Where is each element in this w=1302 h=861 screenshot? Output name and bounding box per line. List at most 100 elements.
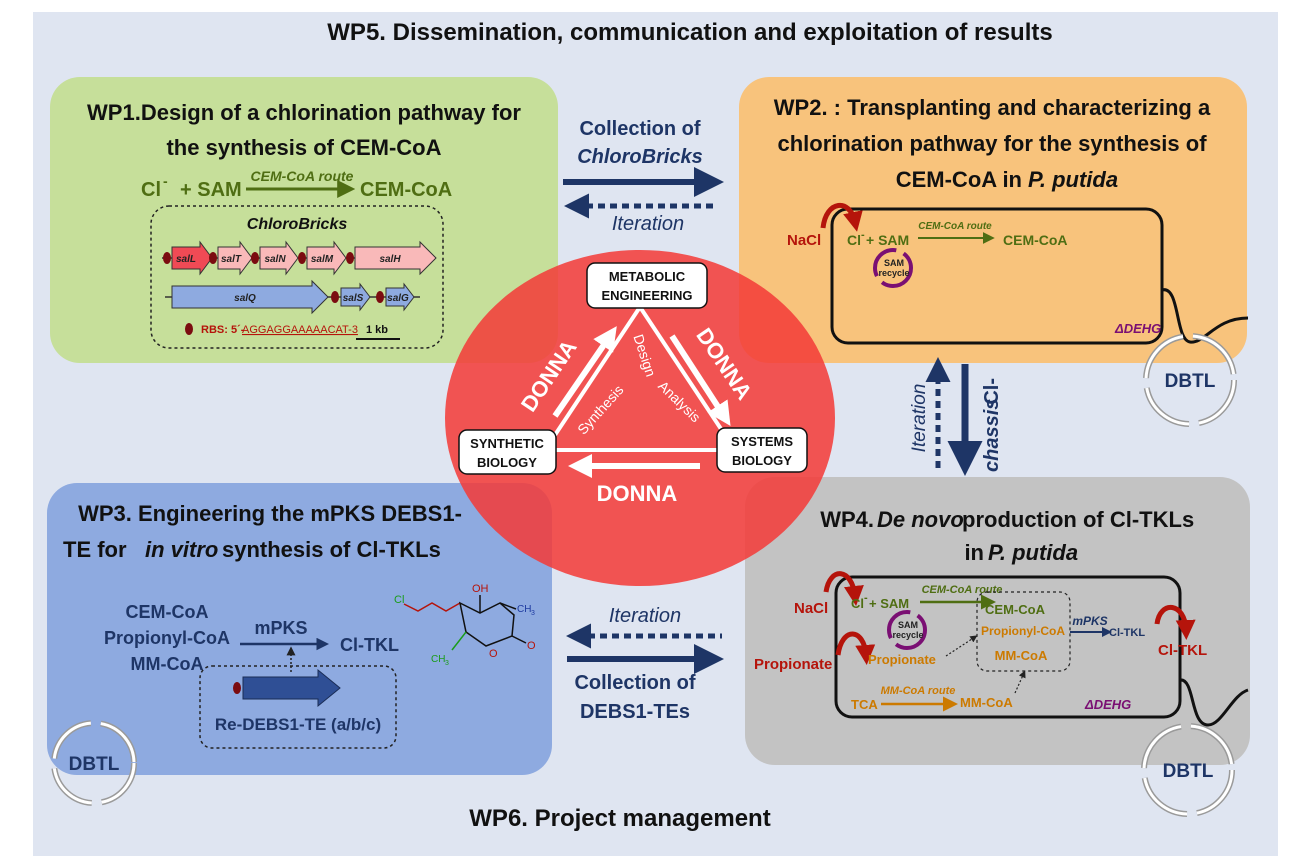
wp3-product: Cl-TKL — [340, 635, 399, 655]
wp4-mm-route-label: MM-CoA route — [881, 685, 956, 697]
wp3-gene-arrow — [242, 668, 341, 708]
gene-salT — [217, 240, 253, 276]
wp6-title: WP6. Project management — [469, 805, 770, 832]
gene-salL-label: salL — [176, 254, 196, 265]
wp4-sam-recycle-line1: SAM — [898, 620, 918, 630]
molecule-cl: Cl — [394, 594, 404, 606]
metabolic-line1: METABOLIC — [609, 269, 686, 284]
wp3-group: WP3. Engineering the mPKS DEBS1- TE for … — [51, 501, 536, 806]
wp2-nacl-import-arrow — [820, 202, 863, 232]
bottom-connector: Iteration Collection of DEBS1-TEs — [566, 605, 724, 723]
top-collection-line1: Collection of — [579, 118, 700, 140]
wp4-flagellum — [1179, 678, 1249, 727]
wp2-plus-sam: + SAM — [866, 232, 909, 248]
wp4-cltkl-inside: Cl-TKL — [1109, 627, 1145, 639]
wp2-flagellum — [1161, 288, 1249, 344]
wp4-group: WP4. De novo production of Cl-TKLs in P.… — [754, 507, 1249, 817]
molecule-ethyl-bond — [451, 631, 467, 651]
wp4-pool-propionylcoa: Propionyl-CoA — [981, 624, 1065, 638]
donna-bottom-label: DONNA — [597, 481, 678, 506]
gene-salH — [354, 240, 437, 276]
rbs-dot — [376, 291, 384, 303]
molecule-ch3-top-sub: 3 — [531, 610, 535, 617]
rbs-label: RBS: 5´- — [201, 324, 245, 336]
wp2-cell — [830, 207, 1164, 345]
wp2-title-line1: WP2. : Transplanting and characterizing … — [774, 95, 1211, 120]
donna-circle — [445, 250, 835, 586]
gene-salG — [385, 282, 415, 312]
wp4-route-label: CEM-CoA route — [922, 584, 1003, 596]
donna-triangle — [541, 303, 739, 452]
gene-salN-label: salN — [264, 254, 286, 265]
wp2-title-line2: chlorination pathway for the synthesis o… — [777, 131, 1207, 156]
systems-biology-box — [716, 427, 808, 473]
wp4-propionate-inside: Propionate — [868, 652, 936, 667]
wp3-title-italic: in vitro — [145, 537, 218, 562]
rbs-dot — [346, 252, 354, 264]
wp4-title-line1a: WP4. — [820, 507, 874, 532]
wp2-sam-recycle-line1: SAM — [884, 258, 904, 268]
wp4-pool-mmcoa: MM-CoA — [995, 648, 1048, 663]
molecule-keto-bond — [511, 635, 527, 644]
right-iteration-label: Iteration — [909, 384, 930, 453]
wp4-title-line2a: in — [964, 540, 984, 565]
scale-bar-label: 1 kb — [366, 324, 388, 336]
gene-salM-label: salM — [311, 254, 334, 265]
wp2-cl-minus: - — [861, 229, 865, 241]
molecule-keto-o: O — [527, 640, 536, 652]
wp4-title-italic: De novo — [877, 507, 964, 532]
wp2-dbtl-label: DBTL — [1165, 371, 1216, 392]
molecule-ring-o: O — [489, 648, 498, 660]
wp4-mmcoa: MM-CoA — [960, 695, 1013, 710]
wp4-export-arrow — [1154, 604, 1196, 640]
wp3-dbtl-label: DBTL — [69, 754, 120, 775]
wp3-title-line1: WP3. Engineering the mPKS DEBS1- — [78, 501, 462, 526]
rbs-dot — [298, 252, 306, 264]
molecule-oh: OH — [472, 583, 489, 595]
molecule-ch3-bottom: CH — [431, 654, 445, 665]
wp4-cl: Cl — [851, 596, 864, 611]
metabolic-engineering-box — [586, 262, 708, 309]
wp3-enzyme: mPKS — [254, 618, 307, 638]
gene-salQ — [171, 279, 329, 315]
bottom-iteration-label: Iteration — [609, 605, 681, 627]
wp4-sam-recycle-ring — [887, 610, 927, 650]
wp2-group: WP2. : Transplanting and characterizing … — [774, 95, 1249, 427]
synthetic-line1: SYNTHETIC — [470, 436, 544, 451]
rbs-dot — [251, 252, 259, 264]
wp4-nacl: NaCl — [794, 600, 828, 617]
molecule-ch3-top: CH — [517, 604, 531, 615]
chlorobricks-label: ChloroBricks — [247, 216, 348, 233]
wp3-substrate-2: Propionyl-CoA — [104, 628, 230, 648]
wp4-title-line1b: production of Cl-TKLs — [962, 507, 1194, 532]
systems-line1: SYSTEMS — [731, 434, 793, 449]
rbs-dot — [209, 252, 217, 264]
wp4-title-species: P. putida — [988, 540, 1078, 565]
wp2-dbtl-cycle-inner — [1144, 334, 1236, 426]
top-iteration-label: Iteration — [612, 213, 684, 235]
wp4-propionate-import-arrow — [835, 631, 876, 665]
right-chassis-label-b: chassis — [981, 399, 1003, 472]
gene-salN — [259, 240, 299, 276]
wp2-product: CEM-CoA — [1003, 232, 1068, 248]
wp4-nacl-import-arrow — [823, 571, 864, 606]
gene-salT-label: salT — [221, 254, 242, 265]
wp3-title-line2b: synthesis of Cl-TKLs — [222, 537, 441, 562]
gene-salG-label: salG — [387, 293, 409, 304]
wp3-substrate-1: CEM-CoA — [126, 602, 209, 622]
rbs-legend-dot — [185, 323, 193, 335]
wp4-box — [745, 477, 1250, 765]
wp3-rbs-dot — [233, 682, 241, 694]
wp4-mpks-label: mPKS — [1072, 614, 1107, 628]
wp2-strain: ΔDEHG — [1114, 321, 1161, 336]
bottom-collection-line2: DEBS1-TEs — [580, 701, 690, 723]
wp1-group: WP1.Design of a chlorination pathway for… — [87, 100, 521, 349]
synthesis-to-metabolic-arrow — [552, 326, 617, 418]
gene-salS-label: salS — [343, 293, 364, 304]
wp4-sam-recycle-line2: recycle — [892, 630, 923, 640]
wp2-sam-recycle-ring — [873, 248, 913, 288]
synthetic-biology-box — [458, 429, 557, 475]
wp3-box — [47, 483, 552, 775]
wp4-dbtl-cycle-inner — [1142, 724, 1234, 816]
wp2-route-label: CEM-CoA route — [918, 221, 992, 232]
